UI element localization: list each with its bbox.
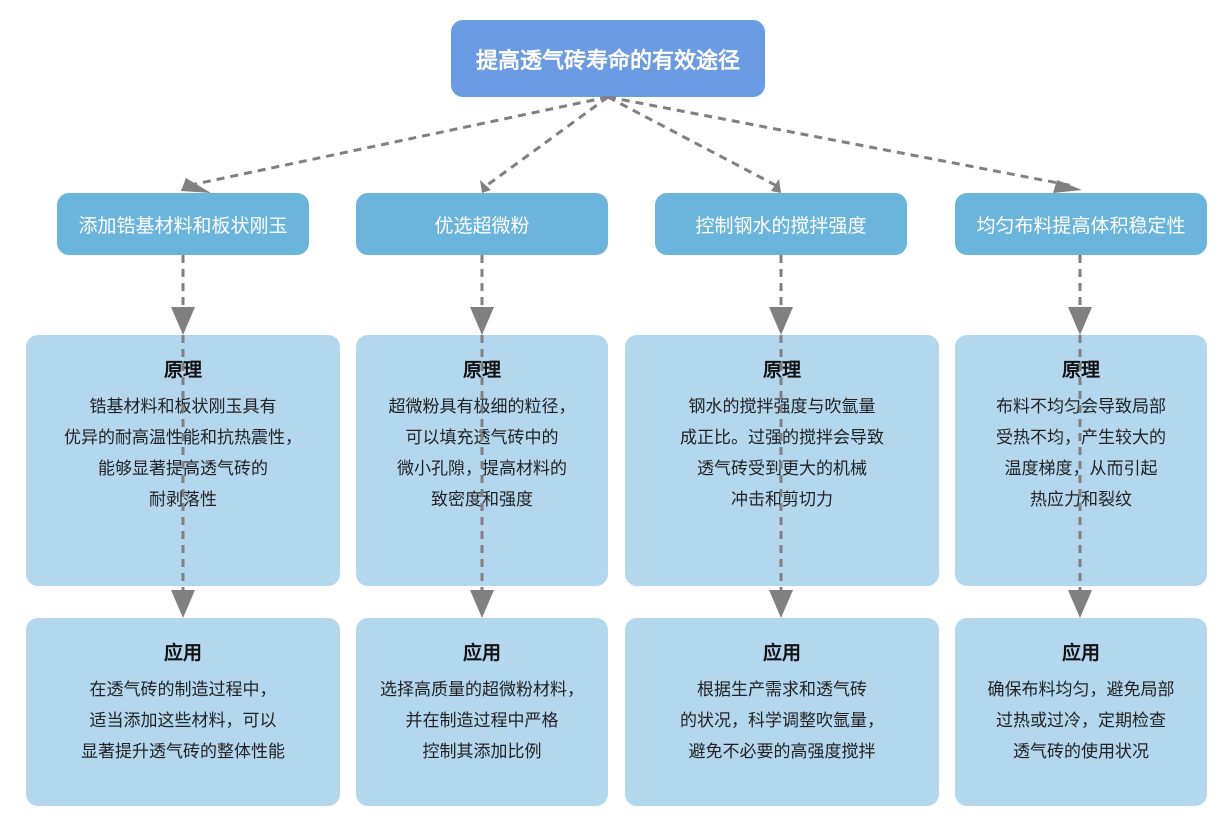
text-line: 的状况，科学调整吹氩量， <box>680 711 884 731</box>
connector-root-to-branch-2 <box>485 95 609 188</box>
text-line: 布料不均匀会导致局部 <box>996 397 1166 417</box>
principle-heading: 原理 <box>163 359 202 381</box>
connector-root-to-branch-4 <box>607 95 1075 188</box>
text-line: 热应力和裂纹 <box>1030 490 1132 510</box>
arrowhead-branch-3 <box>771 179 781 193</box>
principle-box-micropowder: 原理 超微粉具有极细的粒径， 可以填充透气砖中的 微小孔隙，提高材料的 致密度和… <box>356 335 608 586</box>
application-text: 在透气砖的制造过程中， 适当添加这些材料，可以 显著提升透气砖的整体性能 <box>26 675 340 768</box>
connector-root-to-branch-3 <box>607 95 778 188</box>
root-node: 提高透气砖寿命的有效途径 <box>451 20 765 97</box>
text-line: 超微粉具有极细的粒径， <box>388 397 576 417</box>
branch-title: 均匀布料提高体积稳定性 <box>976 214 1186 237</box>
text-line: 确保布料均匀，避免局部 <box>987 680 1175 700</box>
text-line: 选择高质量的超微粉材料， <box>380 680 584 700</box>
branch-title: 优选超微粉 <box>434 214 530 237</box>
text-line: 耐剥落性 <box>149 490 217 510</box>
text-line: 显著提升透气砖的整体性能 <box>81 742 285 762</box>
text-line: 成正比。过强的搅拌会导致 <box>680 428 884 448</box>
text-line: 温度梯度，从而引起 <box>1004 459 1158 479</box>
principle-text: 锆基材料和板状刚玉具有 优异的耐高温性能和抗热震性， 能够显著提高透气砖的 耐剥… <box>26 392 340 516</box>
principle-text: 超微粉具有极细的粒径， 可以填充透气砖中的 微小孔隙，提高材料的 致密度和强度 <box>356 392 608 516</box>
text-line: 过热或过冷，定期检查 <box>996 711 1166 731</box>
text-line: 受热不均，产生较大的 <box>996 428 1166 448</box>
principle-heading: 原理 <box>762 359 801 381</box>
text-line: 根据生产需求和透气砖 <box>697 680 867 700</box>
principle-text: 钢水的搅拌强度与吹氩量 成正比。过强的搅拌会导致 透气砖受到更大的机械 冲击和剪… <box>625 392 939 516</box>
principle-box-zirconia: 原理 锆基材料和板状刚玉具有 优异的耐高温性能和抗热震性， 能够显著提高透气砖的… <box>26 335 340 586</box>
application-box-zirconia: 应用 在透气砖的制造过程中， 适当添加这些材料，可以 显著提升透气砖的整体性能 <box>26 618 340 806</box>
application-box-stirring: 应用 根据生产需求和透气砖 的状况，科学调整吹氩量， 避免不必要的高强度搅拌 <box>625 618 939 806</box>
principle-heading: 原理 <box>462 359 501 381</box>
text-line: 避免不必要的高强度搅拌 <box>688 742 876 762</box>
application-heading: 应用 <box>462 642 501 664</box>
arrowhead-application-3 <box>769 590 793 618</box>
application-text: 选择高质量的超微粉材料， 并在制造过程中严格 控制其添加比例 <box>356 675 608 768</box>
root-title: 提高透气砖寿命的有效途径 <box>475 48 740 74</box>
application-box-micropowder: 应用 选择高质量的超微粉材料， 并在制造过程中严格 控制其添加比例 <box>356 618 608 806</box>
application-text: 确保布料均匀，避免局部 过热或过冷，定期检查 透气砖的使用状况 <box>955 675 1207 768</box>
connector-root-to-branch-1 <box>185 95 609 188</box>
arrowhead-application-4 <box>1068 590 1092 618</box>
branch-node-micropowder: 优选超微粉 <box>356 193 608 255</box>
application-heading: 应用 <box>1061 642 1100 664</box>
text-line: 适当添加这些材料，可以 <box>89 711 277 731</box>
text-line: 透气砖受到更大的机械 <box>697 459 867 479</box>
branch-title: 添加锆基材料和板状刚玉 <box>78 214 288 237</box>
text-line: 冲击和剪切力 <box>731 490 833 510</box>
text-line: 优异的耐高温性能和抗热震性， <box>64 428 302 448</box>
arrowhead-branch-2 <box>480 180 491 193</box>
text-line: 并在制造过程中严格 <box>405 711 559 731</box>
arrowhead-principle-3 <box>769 307 793 335</box>
arrowhead-principle-4 <box>1068 307 1092 335</box>
branch-title: 控制钢水的搅拌强度 <box>695 214 867 237</box>
text-line: 可以填充透气砖中的 <box>405 428 559 448</box>
text-line: 控制其添加比例 <box>422 742 542 762</box>
text-line: 在透气砖的制造过程中， <box>89 680 277 700</box>
text-line: 透气砖的使用状况 <box>1013 742 1149 762</box>
principle-heading: 原理 <box>1061 359 1100 381</box>
text-line: 能够显著提高透气砖的 <box>98 459 268 479</box>
application-heading: 应用 <box>762 642 801 664</box>
arrowhead-application-2 <box>470 590 494 618</box>
text-line: 微小孔隙，提高材料的 <box>397 459 567 479</box>
text-line: 锆基材料和板状刚玉具有 <box>89 397 277 417</box>
application-heading: 应用 <box>163 642 202 664</box>
principle-text: 布料不均匀会导致局部 受热不均，产生较大的 温度梯度，从而引起 热应力和裂纹 <box>955 392 1207 516</box>
application-box-uniform-distribution: 应用 确保布料均匀，避免局部 过热或过冷，定期检查 透气砖的使用状况 <box>955 618 1207 806</box>
arrowhead-principle-2 <box>470 307 494 335</box>
application-text: 根据生产需求和透气砖 的状况，科学调整吹氩量， 避免不必要的高强度搅拌 <box>625 675 939 768</box>
branch-node-uniform-distribution: 均匀布料提高体积稳定性 <box>955 193 1207 255</box>
branch-node-stirring: 控制钢水的搅拌强度 <box>655 193 907 255</box>
text-line: 钢水的搅拌强度与吹氩量 <box>688 397 876 417</box>
arrowhead-principle-1 <box>171 307 195 335</box>
arrowhead-application-1 <box>171 590 195 618</box>
principle-box-uniform-distribution: 原理 布料不均匀会导致局部 受热不均，产生较大的 温度梯度，从而引起 热应力和裂… <box>955 335 1207 586</box>
principle-box-stirring: 原理 钢水的搅拌强度与吹氩量 成正比。过强的搅拌会导致 透气砖受到更大的机械 冲… <box>625 335 939 586</box>
arrowhead-branch-1 <box>181 178 211 193</box>
branch-node-zirconia: 添加锆基材料和板状刚玉 <box>57 193 309 255</box>
arrowhead-branch-4 <box>1053 180 1082 193</box>
text-line: 致密度和强度 <box>431 490 533 510</box>
